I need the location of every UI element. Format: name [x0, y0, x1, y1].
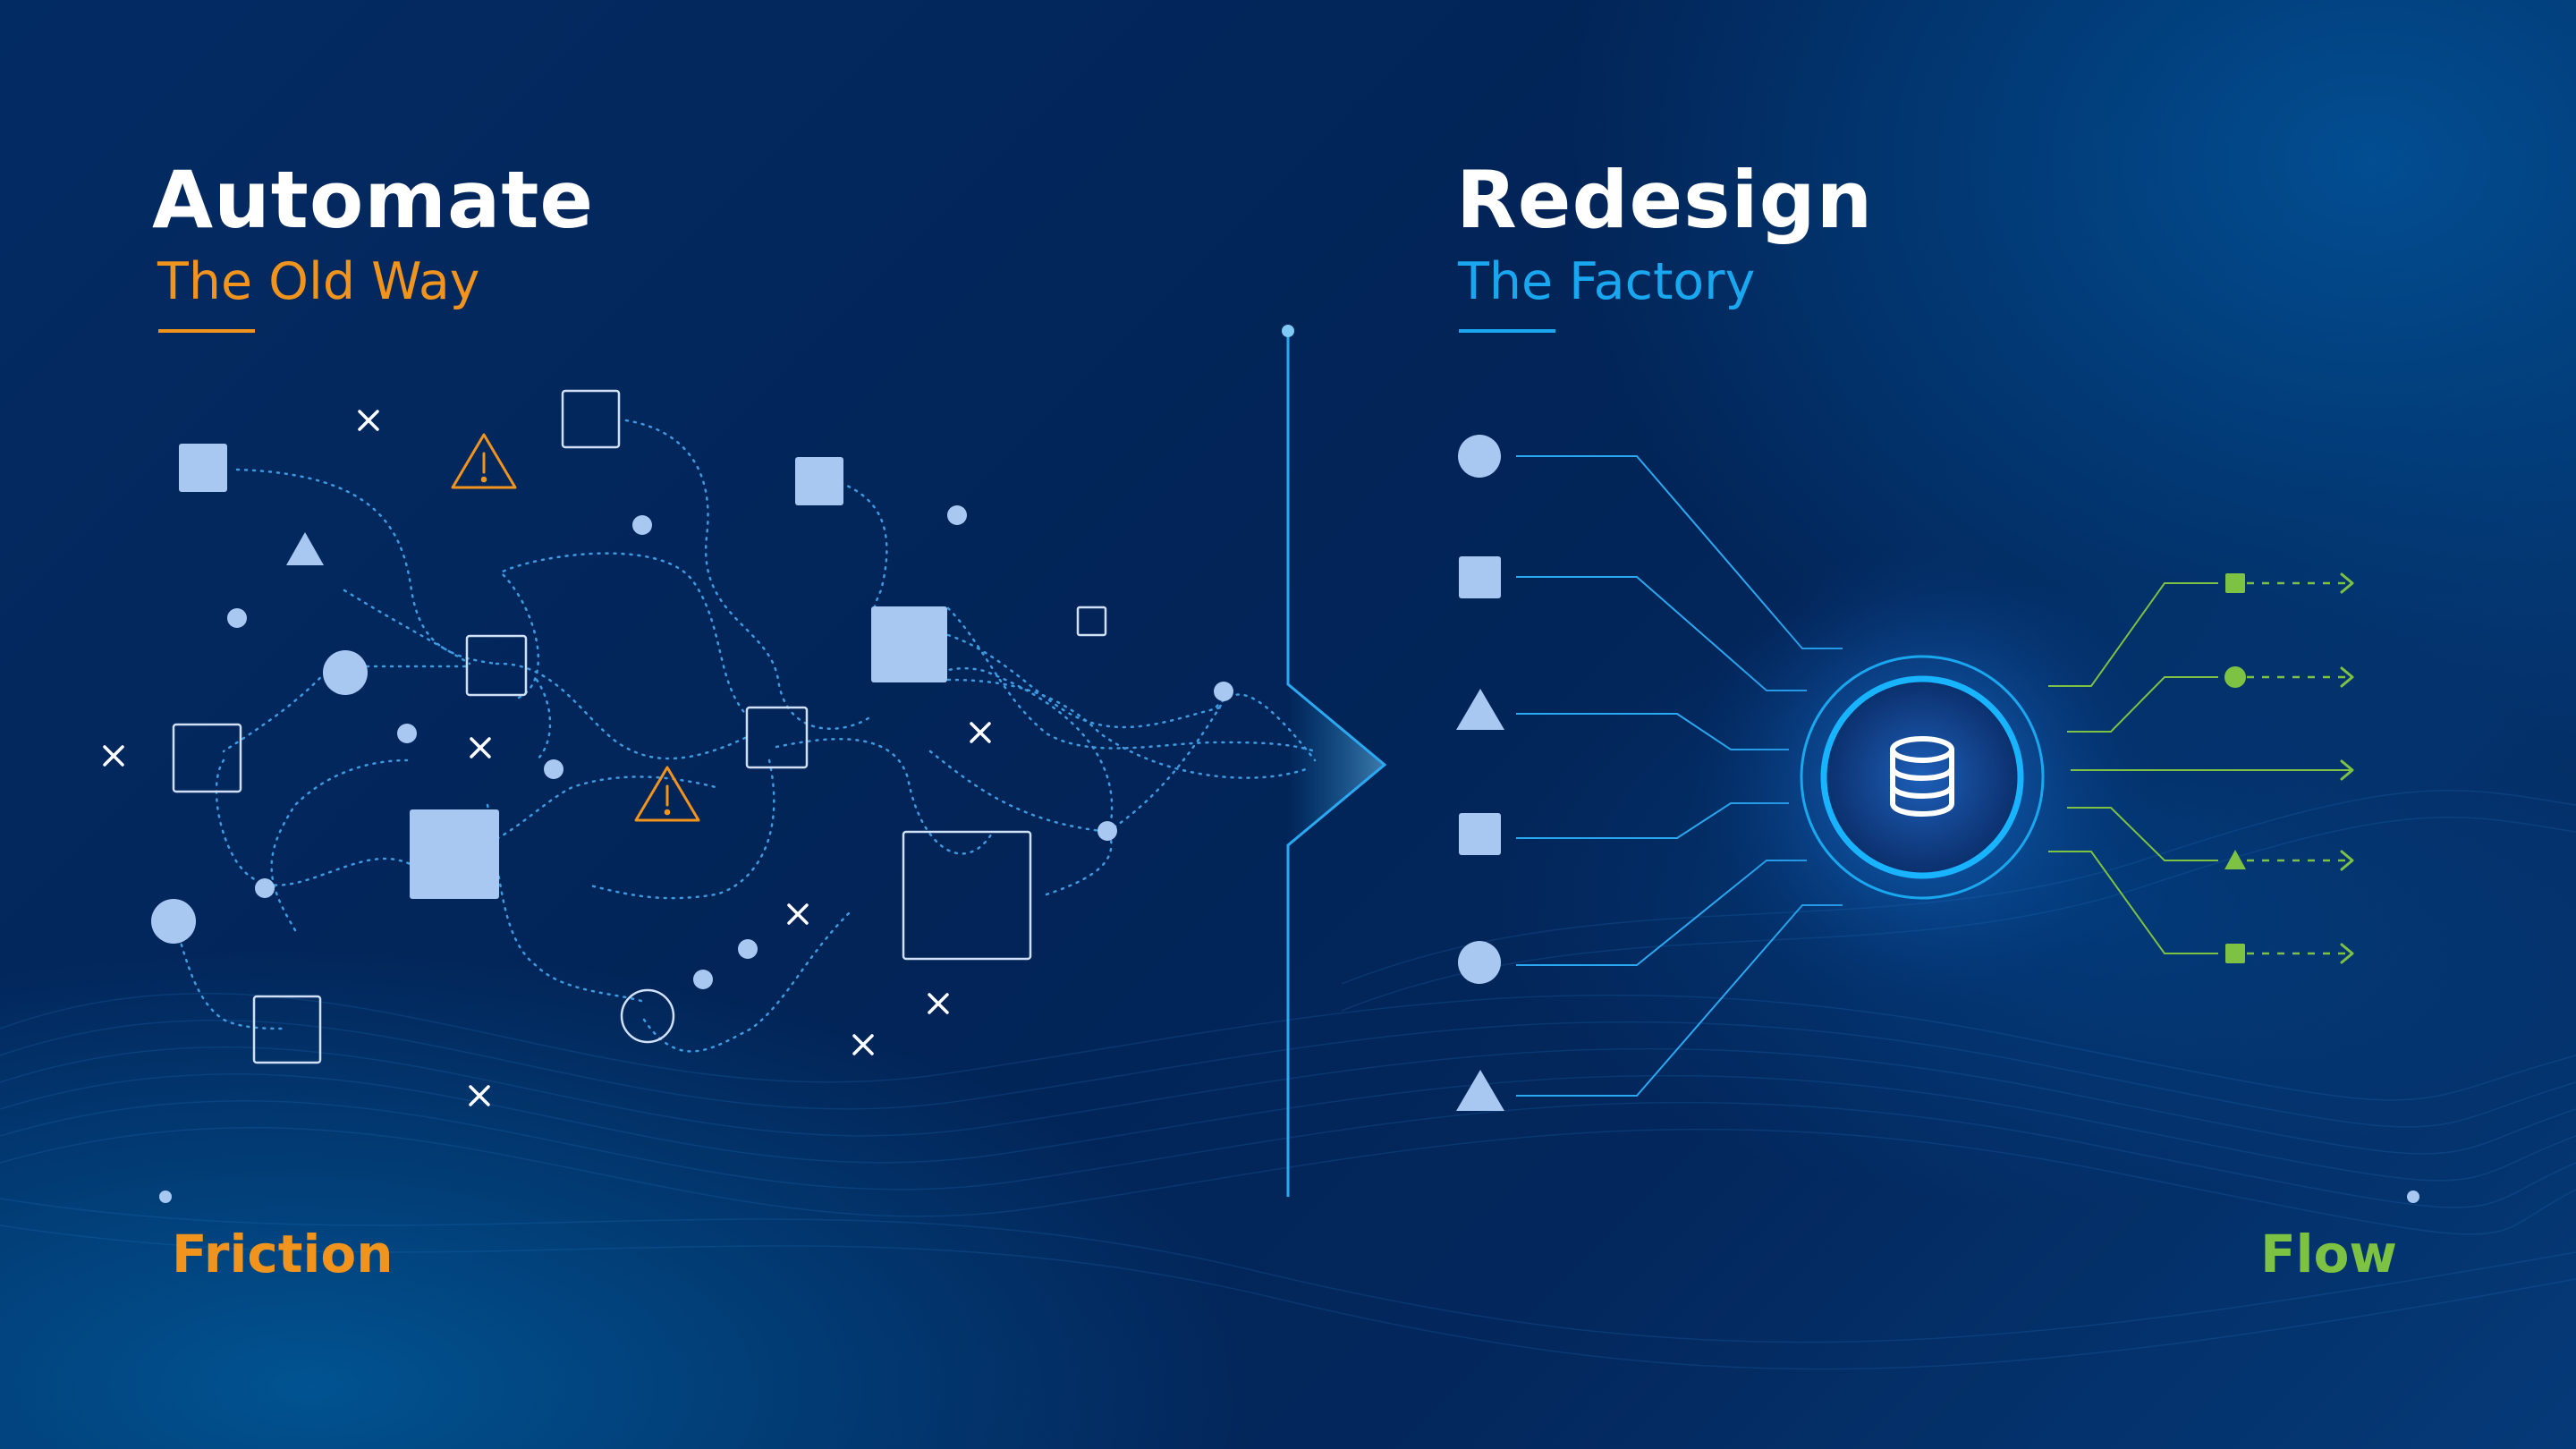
outline-square-shape [252, 995, 322, 1064]
left-subtitle-underline [158, 329, 255, 333]
dot-shape [1097, 821, 1117, 841]
output-triangle-shape [2224, 850, 2246, 869]
right-panel-subtitle: The Factory [1458, 252, 1756, 311]
filled-square-shape [871, 606, 947, 682]
outline-square-shape [745, 706, 809, 769]
x-mark-icon [970, 722, 991, 743]
factory-hub [1690, 545, 2155, 1010]
chaotic-connections [173, 419, 1317, 1053]
outline-square-shape [1076, 606, 1107, 637]
left-panel-subtitle: The Old Way [157, 252, 480, 311]
dot-shape [693, 970, 713, 989]
right-subtitle-underline [1459, 329, 1555, 333]
dot-shape [632, 515, 652, 535]
input-circle-shape [1458, 435, 1501, 478]
circle-shape [151, 899, 196, 944]
outline-square-shape [561, 389, 621, 449]
factory-output-shapes [2224, 573, 2246, 963]
input-square-shape [1459, 813, 1501, 855]
warning-icon [451, 433, 517, 489]
outline-square-shape [172, 723, 242, 793]
dot-shape [397, 724, 417, 743]
x-mark-icon [103, 745, 124, 767]
dot-shape [1214, 682, 1233, 701]
input-triangle-shape [1456, 689, 1504, 730]
dot-shape [255, 878, 275, 898]
output-square-shape [2225, 944, 2245, 963]
circle-shape [323, 650, 368, 695]
output-square-shape [2225, 573, 2245, 593]
friction-label: Friction [172, 1224, 394, 1284]
x-mark-icon [852, 1034, 874, 1055]
outline-square-shape [465, 634, 528, 697]
database-icon [1890, 736, 1954, 817]
filled-square-shape [795, 457, 843, 505]
outline-circle-shape [620, 988, 675, 1044]
factory-output-lines [2048, 582, 2351, 954]
dot-shape [738, 939, 758, 959]
x-mark-icon [470, 737, 491, 758]
outline-square-shape [902, 830, 1032, 961]
flow-label: Flow [2260, 1224, 2397, 1284]
right-panel-title: Redesign [1456, 154, 1874, 246]
output-circle-shape [2224, 666, 2246, 688]
dot-shape [544, 759, 564, 779]
friction-flow-axis [159, 1191, 2419, 1203]
x-mark-icon [469, 1085, 490, 1106]
filled-square-shape [410, 809, 499, 899]
filled-square-shape [179, 444, 227, 492]
input-circle-shape [1458, 941, 1501, 984]
arrowhead-icon [2340, 572, 2354, 964]
input-triangle-shape [1456, 1070, 1504, 1111]
x-mark-icon [787, 903, 809, 925]
dot-shape [227, 608, 247, 628]
left-panel-title: Automate [152, 154, 595, 246]
x-mark-icon [928, 993, 949, 1014]
error-x-marks [103, 410, 991, 1106]
dot-shape [947, 505, 967, 525]
input-square-shape [1459, 556, 1501, 598]
factory-output-dashes [2247, 581, 2348, 955]
factory-input-shapes [1456, 435, 1504, 1111]
triangle-shape [286, 532, 324, 565]
x-mark-icon [358, 410, 379, 431]
warning-icon [634, 766, 700, 822]
chaos-shapes [151, 389, 1233, 1064]
funnel-divider [1282, 325, 1387, 1197]
